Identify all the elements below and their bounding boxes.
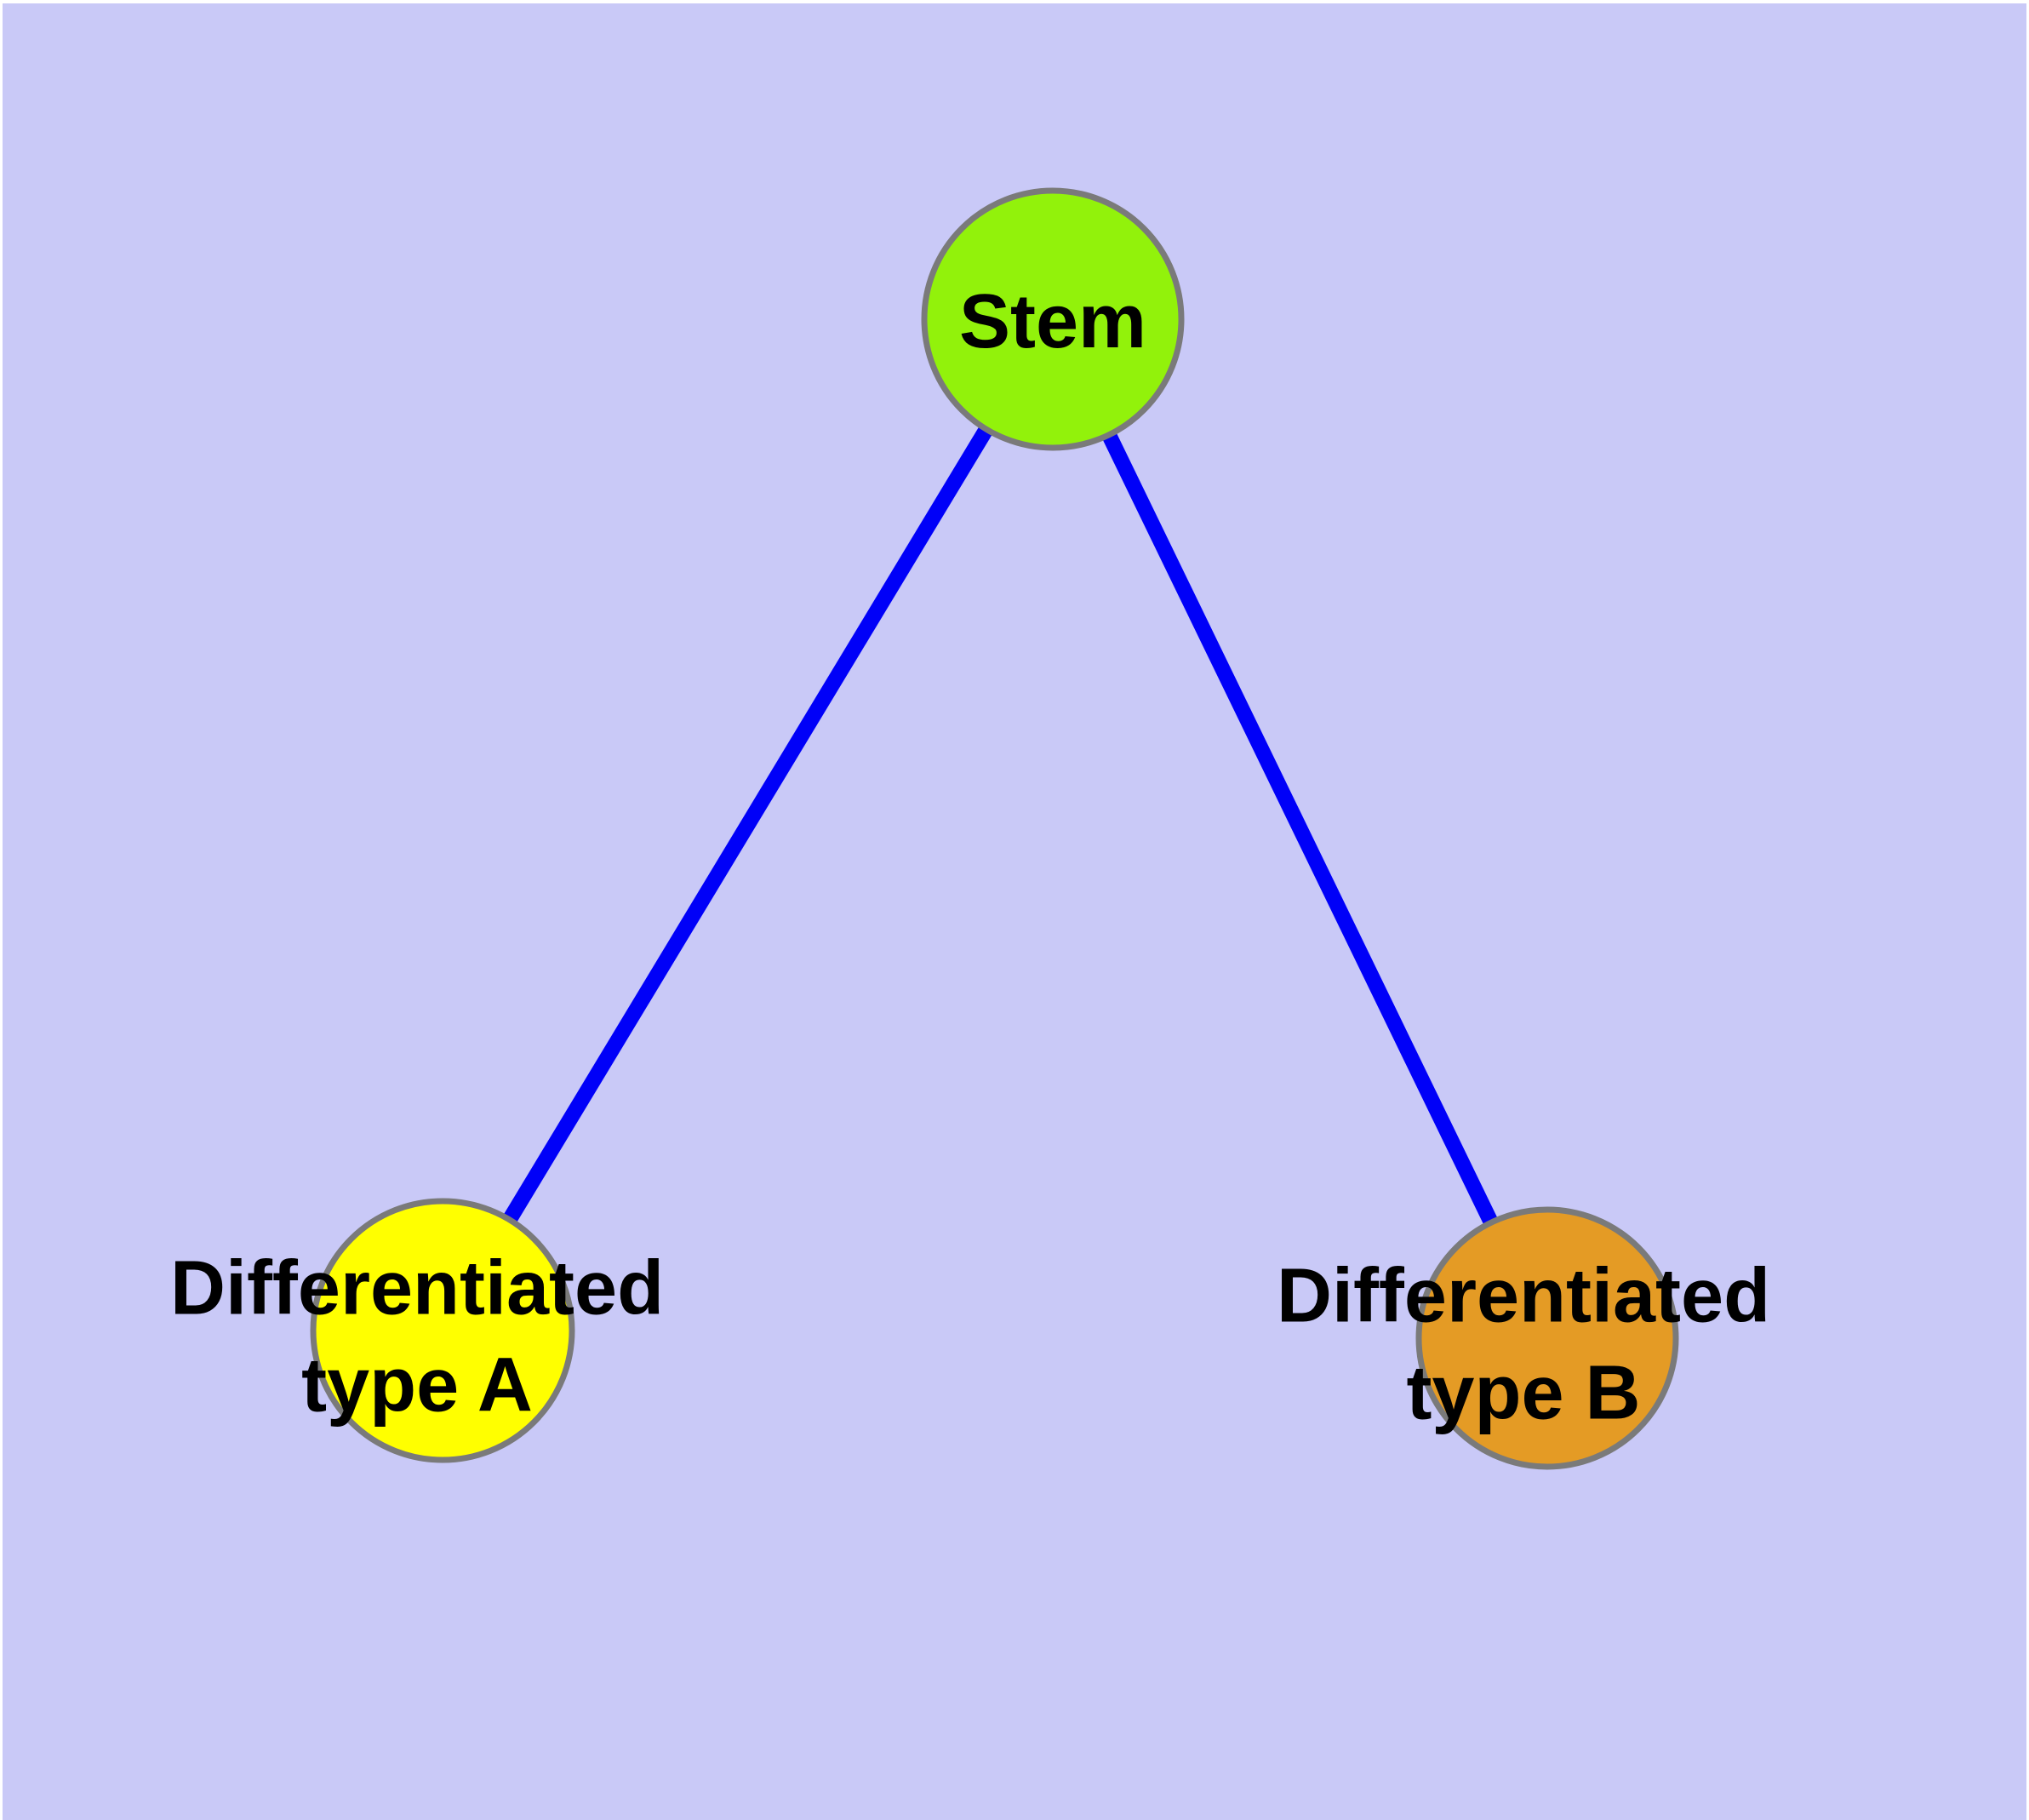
node-stem [921, 187, 1185, 451]
node-differentiated-type-a [310, 1198, 575, 1463]
diagram-canvas [310, 187, 1679, 1470]
node-differentiated-type-b [1415, 1206, 1679, 1470]
edge-stem-to-differentiated-type-b [1045, 316, 1555, 1342]
edge-stem-to-differentiated-type-a [436, 315, 1060, 1335]
